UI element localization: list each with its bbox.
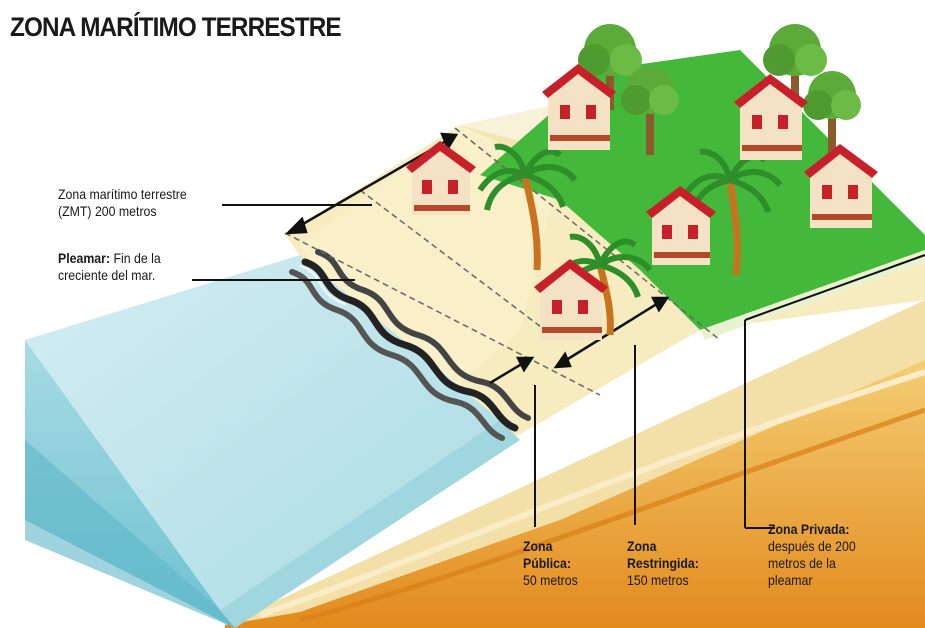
zona-restringida-line2: Restringida: (627, 555, 699, 571)
zona-privada-line3: metros de la (768, 555, 836, 571)
pleamar-term: Pleamar: (58, 250, 111, 266)
zone-boundaries (284, 127, 721, 396)
zona-privada-line4: pleamar (768, 572, 813, 588)
zona-restringida-line1: Zona (627, 538, 657, 554)
pleamar-label: Pleamar: Fin de la creciente del mar. (58, 250, 161, 284)
pleamar-line1: Fin de la (110, 250, 161, 266)
zona-publica-label: Zona Pública: 50 metros (523, 538, 578, 589)
sea-block (25, 255, 520, 628)
zona-publica-line2: Pública: (523, 555, 571, 571)
leader-lines (192, 204, 925, 529)
zona-privada-label: Zona Privada: después de 200 metros de l… (768, 521, 856, 589)
zona-restringida-line3: 150 metros (627, 572, 689, 588)
zona-restringida-label: Zona Restringida: 150 metros (627, 538, 699, 589)
zmt-label-line1: Zona marítimo terrestre (58, 186, 187, 202)
houses (406, 64, 878, 340)
zmt-label-line2: (ZMT) 200 metros (58, 203, 157, 219)
measurement-arrows (284, 132, 670, 385)
leafy-trees (578, 24, 861, 155)
page-title: ZONA MARÍTIMO TERRESTRE (10, 12, 342, 42)
zmt-label: Zona marítimo terrestre (ZMT) 200 metros (58, 186, 187, 220)
zona-privada-line2: después de 200 (768, 538, 856, 554)
zona-publica-line3: 50 metros (523, 572, 578, 588)
earth-layers (225, 300, 925, 628)
wave-lines (289, 249, 531, 441)
pleamar-line2: creciente del mar. (58, 267, 156, 283)
zona-privada-line1: Zona Privada: (768, 521, 850, 537)
zona-publica-line1: Zona (523, 538, 553, 554)
